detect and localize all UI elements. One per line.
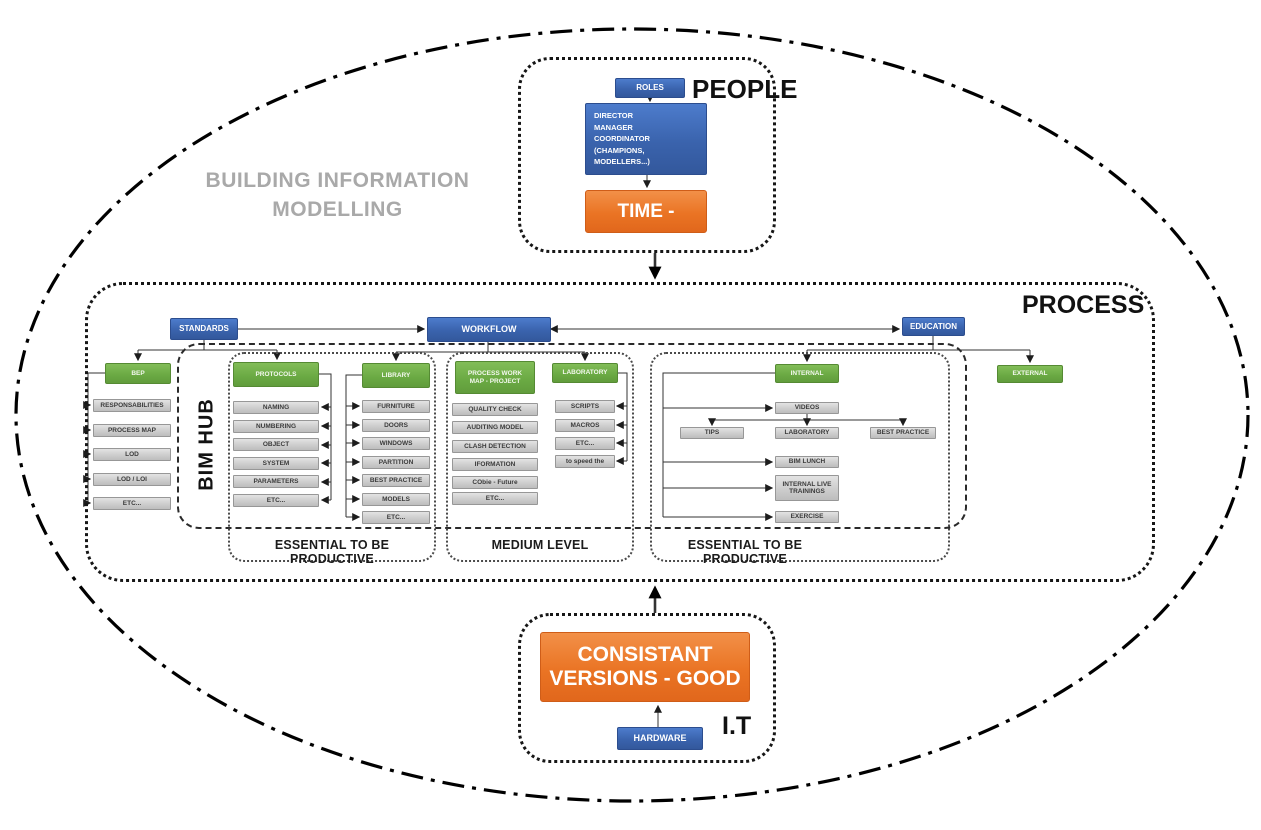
roles-detail-line: DIRECTOR <box>594 110 634 120</box>
protocols-item: SYSTEM <box>233 457 319 470</box>
time-box: TIME - <box>585 190 707 233</box>
internal-box: INTERNAL <box>775 364 839 383</box>
process-work-map-item: CLASH DETECTION <box>452 440 538 453</box>
consistant-line2: VERSIONS - GOOD <box>549 667 741 690</box>
library-item: FURNITURE <box>362 400 430 413</box>
roles-detail-line: (CHAMPIONS, MODELLERS...) <box>594 145 650 167</box>
laboratory-item: MACROS <box>555 419 615 432</box>
protocols-item: ETC... <box>233 494 319 507</box>
outer-boundary-ellipse <box>14 27 1250 803</box>
consistant-line1: CONSISTANT <box>577 642 713 666</box>
bep-box: BEP <box>105 363 171 384</box>
education-box: EDUCATION <box>902 317 965 336</box>
laboratory-item: SCRIPTS <box>555 400 615 413</box>
library-item: DOORS <box>362 419 430 432</box>
protocols-box: PROTOCOLS <box>233 362 319 387</box>
roles-box: ROLES <box>615 78 685 98</box>
internal-item-bim-lunch: BIM LUNCH <box>775 456 839 468</box>
it-section <box>518 613 776 763</box>
process-section-label: PROCESS <box>1022 291 1145 319</box>
diagram-title: BUILDING INFORMATION MODELLING <box>185 166 490 225</box>
library-box: LIBRARY <box>362 363 430 388</box>
internal-item-tips: TIPS <box>680 427 744 439</box>
library-item: WINDOWS <box>362 437 430 450</box>
consistant-versions-box: CONSISTANT VERSIONS - GOOD <box>540 632 750 702</box>
bim-hub-label: BIM HUB <box>195 398 218 491</box>
people-section <box>518 57 776 253</box>
process-work-map-box: PROCESS WORK MAP - PROJECT <box>455 361 535 394</box>
internal-item-laboratory: LABORATORY <box>775 427 839 439</box>
standards-box: STANDARDS <box>170 318 238 340</box>
it-section-label: I.T <box>722 712 752 740</box>
bep-item: ETC... <box>93 497 171 510</box>
protocols-item: PARAMETERS <box>233 475 319 488</box>
library-item: BEST PRACTICE <box>362 474 430 487</box>
bep-item: LOD / LOI <box>93 473 171 486</box>
bep-item: PROCESS MAP <box>93 424 171 437</box>
process-work-map-item: IFORMATION <box>452 458 538 471</box>
internal-item-best-practice: BEST PRACTICE <box>870 427 936 439</box>
internal-item-videos: VIDEOS <box>775 402 839 414</box>
roles-detail-box: DIRECTOR MANAGER COORDINATOR (CHAMPIONS,… <box>585 103 707 175</box>
group-label-essential-2: ESSENTIAL TO BE PRODUCTIVE <box>687 538 803 566</box>
diagram-title-line2: MODELLING <box>272 198 403 222</box>
bep-item: RESPONSABILITIES <box>93 399 171 412</box>
group-label-essential-1: ESSENTIAL TO BE PRODUCTIVE <box>274 538 390 566</box>
library-item: MODELS <box>362 493 430 506</box>
internal-item-exercise: EXERCISE <box>775 511 839 523</box>
protocols-item: NAMING <box>233 401 319 414</box>
people-section-label: PEOPLE <box>692 74 798 104</box>
roles-detail-line: MANAGER <box>594 122 633 132</box>
laboratory-box: LABORATORY <box>552 363 618 383</box>
bep-item: LOD <box>93 448 171 461</box>
protocols-item: NUMBERING <box>233 420 319 433</box>
diagram-title-line1: BUILDING INFORMATION <box>205 169 470 192</box>
group-essential-2 <box>650 352 950 562</box>
group-essential-1 <box>228 352 436 562</box>
protocols-item: OBJECT <box>233 438 319 451</box>
process-work-map-item: CObie - Future <box>452 476 538 489</box>
process-work-map-item: QUALITY CHECK <box>452 403 538 416</box>
laboratory-item: ETC... <box>555 437 615 450</box>
group-label-medium: MEDIUM LEVEL <box>491 538 589 552</box>
workflow-box: WORKFLOW <box>427 317 551 342</box>
hardware-box: HARDWARE <box>617 727 703 750</box>
library-item: PARTITION <box>362 456 430 469</box>
internal-item-live-trainings: INTERNAL LIVE TRAININGS <box>775 475 839 501</box>
external-box: EXTERNAL <box>997 365 1063 383</box>
process-section <box>85 282 1155 582</box>
bim-hub-container <box>177 343 967 529</box>
roles-detail-line: COORDINATOR <box>594 134 650 144</box>
library-item: ETC... <box>362 511 430 524</box>
laboratory-item: to speed the <box>555 455 615 468</box>
group-medium <box>446 352 634 562</box>
process-work-map-item: AUDITING MODEL <box>452 421 538 434</box>
process-work-map-item: ETC... <box>452 492 538 505</box>
